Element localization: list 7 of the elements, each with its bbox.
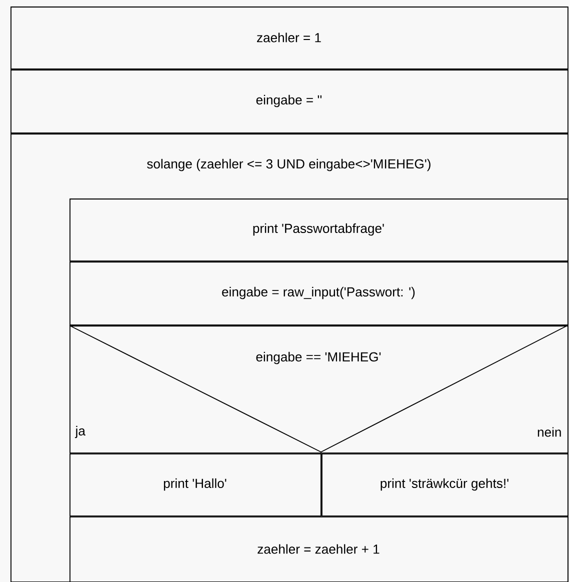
process-box: zaehler = zaehler + 1 xyxy=(70,516,568,582)
process-box: zaehler = 1 xyxy=(10,6,568,70)
process-box: print 'Passwortabfrage' xyxy=(70,198,568,262)
process-box: print 'Hallo' xyxy=(70,454,322,516)
process-box: eingabe = '' xyxy=(10,70,568,134)
process-box: print 'sträwkcür gehts!' xyxy=(322,454,568,516)
process-box: eingabe = raw_input('Passwort: ') xyxy=(70,262,568,326)
